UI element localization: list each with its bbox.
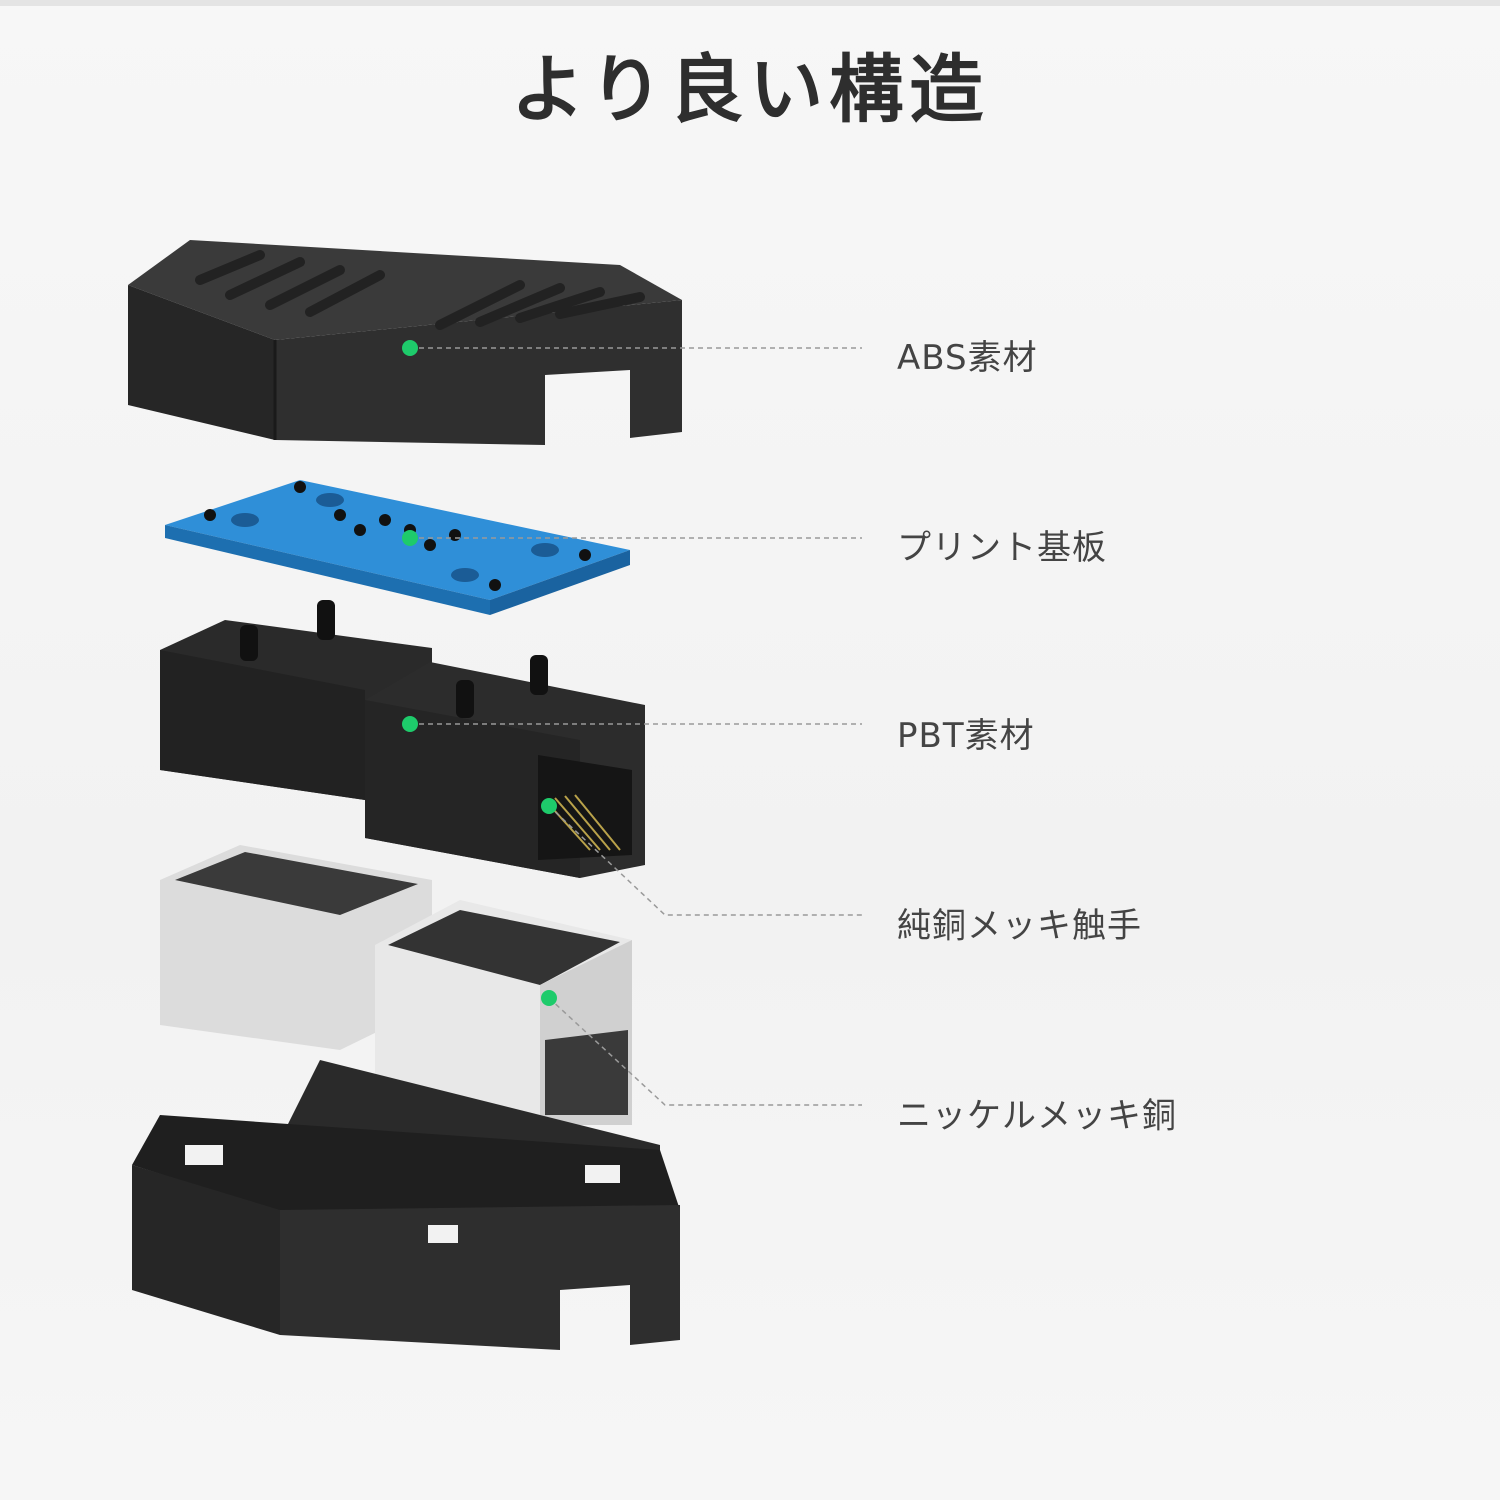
callout-label-abs: ABS素材 — [897, 338, 1038, 378]
callout-label-pbt: PBT素材 — [897, 716, 1035, 756]
callout-dot-abs — [402, 340, 418, 356]
callout-dot-contacts — [541, 798, 557, 814]
top-border — [0, 0, 1500, 6]
pcb-board — [165, 480, 630, 615]
callout-dot-pcb — [402, 530, 418, 546]
callout-label-pcb: プリント基板 — [897, 528, 1107, 568]
pbt-jacks — [160, 600, 645, 878]
nickel-shields — [160, 845, 632, 1125]
abs-bottom-housing — [132, 1060, 680, 1350]
leader-line-contacts — [548, 805, 862, 916]
callout-label-contacts: 純銅メッキ触手 — [897, 906, 1142, 946]
callout-label-nickel: ニッケルメッキ銅 — [897, 1096, 1177, 1136]
page-title: より良い構造 — [510, 47, 990, 133]
callout-dot-pbt — [402, 716, 418, 732]
leader-line-nickel — [548, 997, 862, 1106]
callout-dot-nickel — [541, 990, 557, 1006]
abs-top-cover — [128, 240, 682, 445]
